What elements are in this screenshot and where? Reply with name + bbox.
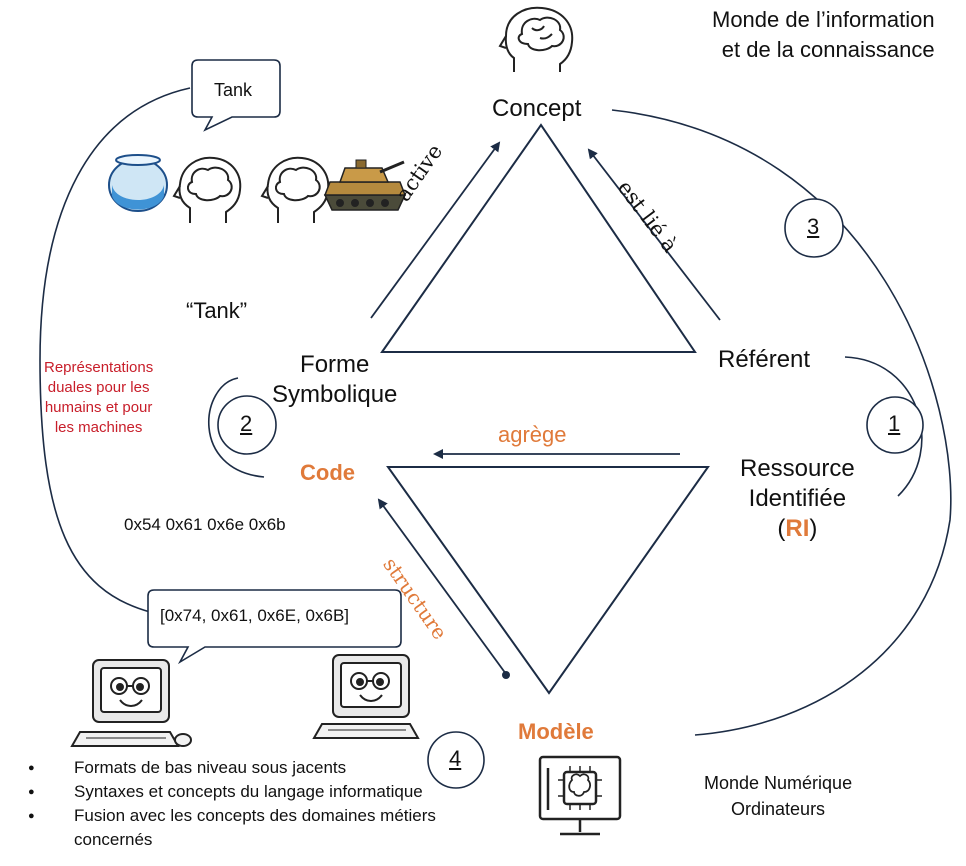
ressource-line-2: Identifiée: [748, 485, 847, 512]
ressource-identifiee-label: Ressource Identifiée (RI): [740, 454, 855, 544]
bullet-item: Fusion avec les concepts des domaines mé…: [22, 804, 454, 852]
bullet-item: Syntaxes et concepts du langage informat…: [22, 780, 454, 804]
forme-symbolique-label: Forme Symbolique: [272, 350, 397, 410]
concept-label: Concept: [492, 95, 582, 122]
agrege-label: agrège: [498, 422, 567, 447]
right-arc-curve: [611, 109, 952, 736]
circle-3: [784, 198, 844, 258]
left-loop-curve: [39, 87, 191, 613]
world-digital-line-2: Ordinateurs: [731, 799, 826, 819]
bullet-list: Formats de bas niveau sous jacents Synta…: [22, 756, 454, 852]
bubble-hex: [147, 589, 402, 665]
upper-triangle: [380, 123, 697, 353]
referent-label: Référent: [718, 346, 811, 373]
world-info-line-2: et de la connaissance: [721, 37, 935, 62]
circle-1-number: 1: [888, 411, 901, 436]
circle-3-number: 3: [807, 214, 820, 239]
forme-line-2: Symbolique: [272, 381, 398, 408]
circle-2: [217, 395, 277, 455]
ressource-line-1: Ressource: [740, 455, 855, 482]
world-info-label: Monde de l’information et de la connaiss…: [712, 5, 935, 65]
ri-line: (RI): [777, 515, 818, 542]
structure-dot: [502, 671, 510, 679]
world-digital-label: Monde Numérique Ordinateurs: [704, 770, 852, 822]
head-brain-icon: [172, 156, 242, 223]
head-brain-icon: [498, 6, 574, 72]
tank-quoted-label: “Tank”: [186, 298, 248, 323]
tank-icon: [323, 159, 407, 211]
code-label: Code: [300, 460, 355, 485]
world-digital-line-1: Monde Numérique: [704, 773, 853, 793]
representations-label: Représentations duales pour les humains …: [44, 358, 153, 438]
circle2-arc: [207, 377, 265, 478]
repr-line-2: duales pour les: [47, 379, 150, 396]
forme-line-1: Forme: [300, 351, 370, 378]
computer-mascot-icon: [312, 654, 420, 739]
hex-bubble-text: [0x74, 0x61, 0x6E, 0x6B]: [160, 606, 350, 625]
hex-plain-text: 0x54 0x61 0x6e 0x6b: [124, 515, 286, 534]
repr-line-3: humains et pour: [44, 399, 153, 416]
world-info-line-1: Monde de l’information: [712, 7, 935, 32]
circle-2-number: 2: [240, 411, 253, 436]
lower-triangle: [386, 466, 710, 695]
computer-mascot-icon: [70, 659, 192, 747]
fishbowl-icon: [108, 154, 168, 212]
head-brain-icon: [260, 156, 330, 223]
repr-line-4: les machines: [54, 419, 143, 436]
tank-bubble-text: Tank: [214, 80, 253, 100]
arrow-est-lie-a: [587, 148, 721, 321]
bubble-tank: [191, 59, 281, 132]
repr-line-1: Représentations: [44, 359, 154, 376]
modele-label: Modèle: [518, 719, 594, 744]
circle-1: [866, 396, 924, 454]
arrow-structure: [377, 498, 507, 675]
monitor-chip-icon: [538, 755, 622, 836]
ri-label: RI: [785, 515, 810, 542]
arrow-active: [370, 141, 501, 319]
bullet-item: Formats de bas niveau sous jacents: [22, 756, 454, 780]
